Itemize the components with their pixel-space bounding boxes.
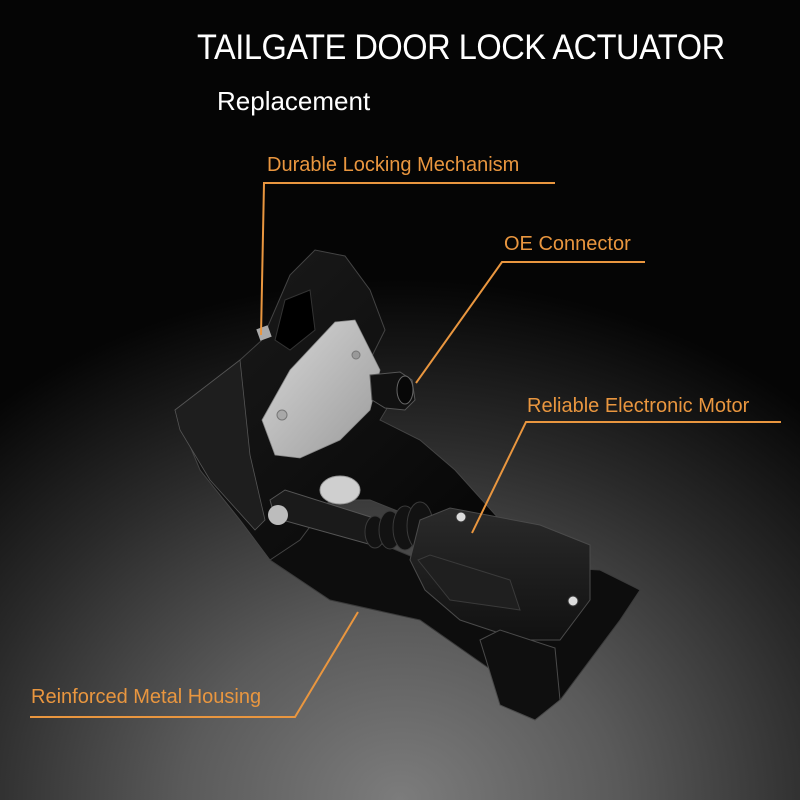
callout-line-locking-mechanism: [260, 182, 555, 336]
callout-line-oe-connector: [415, 261, 645, 384]
callout-label-electronic-motor: Reliable Electronic Motor: [527, 395, 750, 417]
callout-line-electronic-motor: [471, 421, 781, 534]
page-subtitle: Replacement: [217, 86, 371, 116]
callout-line-metal-housing: [30, 611, 359, 718]
callout-label-oe-connector: OE Connector: [504, 233, 631, 255]
callout-label-locking-mechanism: Durable Locking Mechanism: [267, 154, 520, 176]
callout-label-metal-housing: Reinforced Metal Housing: [31, 686, 262, 708]
page-title: TAILGATE DOOR LOCK ACTUATOR: [197, 28, 725, 67]
